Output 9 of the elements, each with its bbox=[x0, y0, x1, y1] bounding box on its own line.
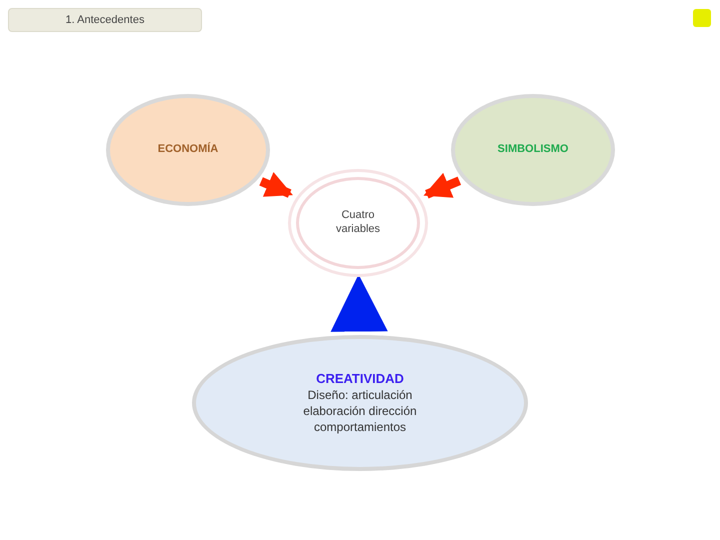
node-title: Cuatro variables bbox=[334, 209, 382, 237]
title-bar: 1. Antecedentes bbox=[8, 8, 202, 32]
arrow bbox=[259, 172, 293, 198]
arrow bbox=[424, 172, 462, 198]
node-description: Diseño: articulación elaboración dirección comportamientos bbox=[302, 386, 418, 436]
arrow bbox=[330, 274, 388, 332]
node-title: CREATIVIDAD bbox=[316, 370, 404, 387]
node-title: SIMBOLISMO bbox=[498, 143, 568, 157]
node-title: ECONOMÍA bbox=[158, 143, 218, 157]
